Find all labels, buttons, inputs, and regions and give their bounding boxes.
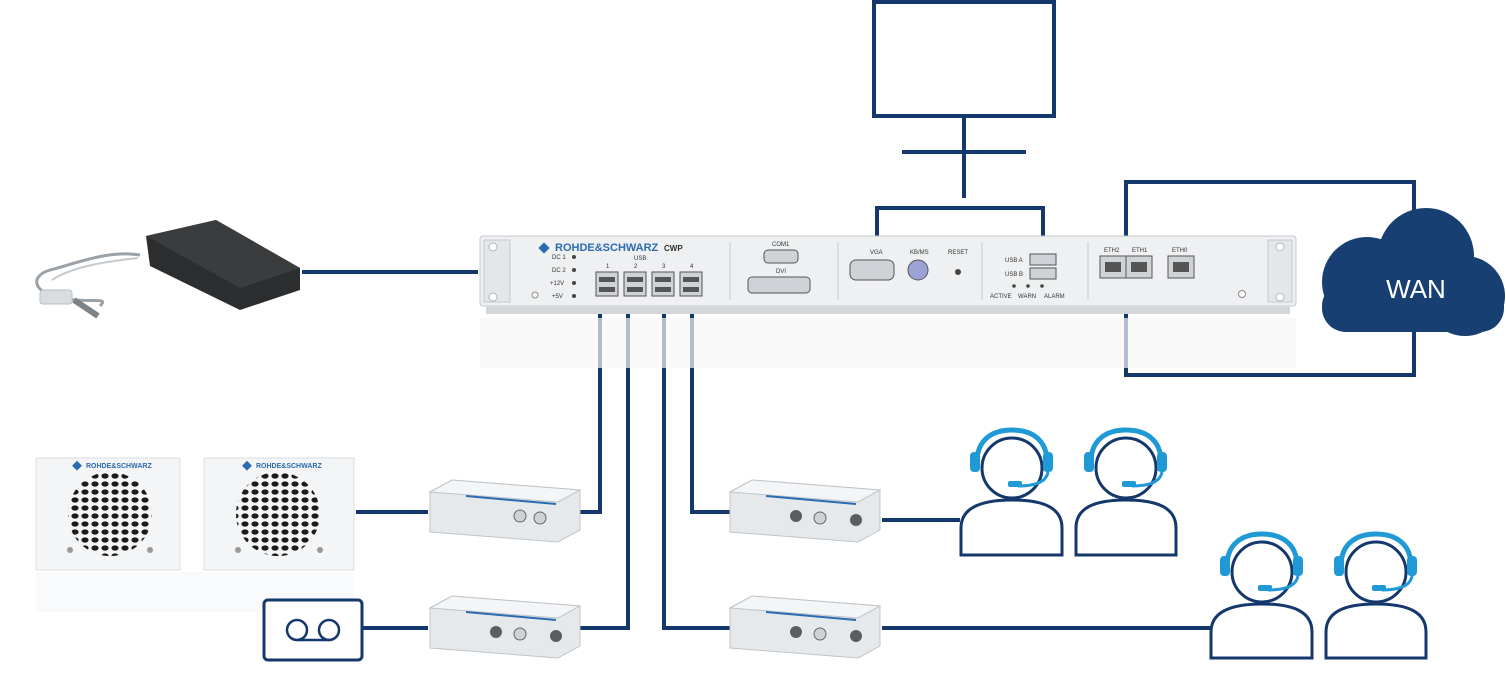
connection-lines xyxy=(302,116,1416,630)
usb-port-3-label: 3 xyxy=(662,264,666,270)
dvi-port xyxy=(747,276,811,294)
usb-group-label: USB xyxy=(634,256,646,262)
usb-a-port xyxy=(1029,253,1057,266)
audio-interface-bottom-right xyxy=(728,595,882,659)
audio-interface-icon xyxy=(428,479,882,659)
speaker-right: ROHDE&SCHWARZ xyxy=(203,457,355,571)
usb-b-port xyxy=(1029,267,1057,280)
eth0-label: ETH0 xyxy=(1172,248,1188,254)
usb-port-block: USB 1 2 3 4 xyxy=(595,256,703,297)
wan-label: WAN xyxy=(1386,274,1446,304)
usb-port-3 xyxy=(651,271,675,297)
status-leds: DC 1 DC 2 +12V +5V xyxy=(531,255,576,300)
usb-port-4 xyxy=(679,271,703,297)
led-label-5v: +5V xyxy=(552,294,563,300)
led-label-12v: +12V xyxy=(550,281,564,287)
operator-1 xyxy=(959,427,1064,557)
ethernet-block: ETH2 ETH1 ETH0 xyxy=(1099,248,1246,298)
usb4-cable-line xyxy=(690,310,733,514)
reset-button xyxy=(955,269,961,275)
usb1-cable-line xyxy=(580,310,602,514)
usb2-cable-line xyxy=(580,310,630,630)
com1-label: COM1 xyxy=(772,242,790,248)
wan-cloud-icon: WAN xyxy=(1322,208,1505,336)
operator-2 xyxy=(1074,427,1178,557)
com-dvi-block: COM1 DVI xyxy=(747,242,811,294)
alarm-label: ALARM xyxy=(1044,294,1065,300)
speaker-right-brand: ROHDE&SCHWARZ xyxy=(256,463,322,470)
speaker-left: ROHDE&SCHWARZ xyxy=(35,457,181,571)
active-label: ACTIVE xyxy=(990,294,1012,300)
vga-port xyxy=(849,259,895,281)
led-label-dc2: DC 2 xyxy=(552,268,566,274)
eth2-label: ETH2 xyxy=(1104,248,1120,254)
monitor-icon xyxy=(872,0,1056,118)
vga-label: VGA xyxy=(870,250,883,256)
rack-unit-icon: ROHDE&SCHWARZ CWP DC 1 DC 2 +12V +5V USB… xyxy=(479,235,1297,368)
usb-port-1 xyxy=(595,271,619,297)
rack-brand-logo: ROHDE&SCHWARZ CWP xyxy=(538,242,683,254)
usb-ab-block: USB A USB B ACTIVE WARN ALARM xyxy=(990,253,1065,300)
usb-port-4-label: 4 xyxy=(690,264,694,270)
eth1-label: ETH1 xyxy=(1132,248,1148,254)
audio-interface-top-left xyxy=(428,479,582,543)
dvi-label: DVI xyxy=(776,269,786,275)
speaker-left-brand: ROHDE&SCHWARZ xyxy=(86,463,152,470)
recorder-icon xyxy=(262,598,364,662)
com1-port xyxy=(763,249,799,264)
usb3-cable-line xyxy=(662,310,733,630)
usb-port-1-label: 1 xyxy=(606,264,610,270)
kbms-port xyxy=(907,259,929,281)
audio-interface-bottom-left xyxy=(428,595,582,659)
monitor-split-line xyxy=(875,206,1045,238)
warn-label: WARN xyxy=(1018,294,1036,300)
rack-model-text: CWP xyxy=(664,244,683,253)
usb-port-2 xyxy=(623,271,647,297)
rack-brand-text: ROHDE&SCHWARZ xyxy=(555,242,659,254)
usb-a-label: USB A xyxy=(1005,258,1023,264)
reset-label: RESET xyxy=(948,250,968,256)
foot-pedal-icon xyxy=(35,220,300,319)
kbms-label: KB/MS xyxy=(910,250,929,256)
audio-interface-top-right xyxy=(728,479,882,543)
usb-b-label: USB B xyxy=(1005,272,1023,278)
operator-3 xyxy=(1209,531,1314,660)
speaker-icon: ROHDE&SCHWARZ ROHDE&SCHWARZ xyxy=(35,457,355,612)
usb-port-2-label: 2 xyxy=(634,264,638,270)
led-label-dc1: DC 1 xyxy=(552,255,566,261)
operator-4 xyxy=(1324,531,1428,660)
vga-kbms-block: VGA KB/MS RESET xyxy=(849,250,968,281)
headset-operator-icon xyxy=(959,427,1428,660)
